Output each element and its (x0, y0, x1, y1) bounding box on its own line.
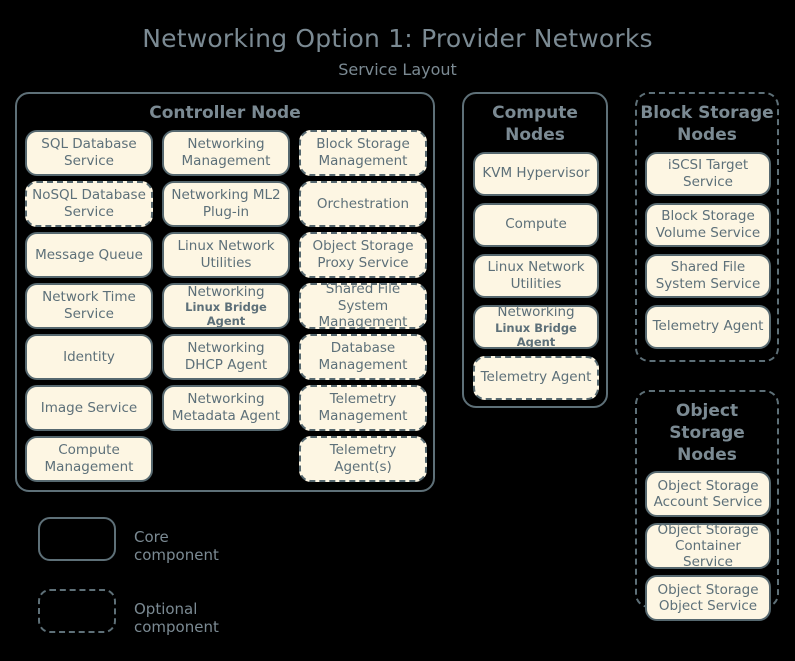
component-kvm-hypervisor[interactable]: KVM Hypervisor (473, 151, 599, 196)
component-compute[interactable]: Compute (473, 202, 599, 247)
component-image-service[interactable]: Image Service (25, 384, 153, 431)
legend-swatch-optional-icon (38, 589, 116, 633)
component-line1: Networking (497, 304, 575, 321)
component-networking-management[interactable]: Networking Management (162, 129, 290, 176)
component-linux-network-utilities[interactable]: Linux Network Utilities (473, 253, 599, 298)
component-object-storage-container-service[interactable]: Object Storage Container Service (645, 522, 771, 570)
component-compute-management[interactable]: Compute Management (25, 435, 153, 482)
component-telemetry-agent[interactable]: Telemetry Agent (473, 355, 599, 400)
page-title: Networking Option 1: Provider Networks (142, 24, 653, 53)
component-sql-database-service[interactable]: SQL Database Service (25, 129, 153, 176)
component-identity[interactable]: Identity (25, 333, 153, 380)
group-controller-node: Controller Node SQL Database Service NoS… (15, 92, 435, 492)
group-title-block-storage: Block Storage Nodes (640, 103, 774, 145)
component-shared-file-system-service[interactable]: Shared File System Service (645, 253, 771, 298)
component-telemetry-agent[interactable]: Telemetry Agent (645, 304, 771, 349)
component-object-storage-object-service[interactable]: Object Storage Object Service (645, 575, 771, 622)
component-orchestration[interactable]: Orchestration (299, 180, 427, 227)
group-title-compute: Compute Nodes (492, 103, 578, 145)
component-object-storage-proxy-service[interactable]: Object Storage Proxy Service (299, 231, 427, 278)
component-networking-metadata-agent[interactable]: Networking Metadata Agent (162, 384, 290, 431)
component-nosql-database-service[interactable]: NoSQL Database Service (25, 180, 153, 227)
component-networking-dhcp-agent[interactable]: Networking DHCP Agent (162, 333, 290, 380)
component-database-management[interactable]: Database Management (299, 333, 427, 380)
component-linux-network-utilities[interactable]: Linux Network Utilities (162, 231, 290, 278)
component-networking-linux-bridge-agent[interactable]: Networking Linux Bridge Agent (473, 304, 599, 349)
component-line2: Linux Bridge Agent (185, 299, 267, 328)
component-telemetry-management[interactable]: Telemetry Management (299, 384, 427, 431)
component-iscsi-target-service[interactable]: iSCSI Target Service (645, 151, 771, 196)
component-block-storage-management[interactable]: Block Storage Management (299, 129, 427, 176)
legend-label-core: Core component (134, 528, 219, 564)
legend-label-optional: Optional component (134, 600, 219, 636)
component-block-storage-volume-service[interactable]: Block Storage Volume Service (645, 202, 771, 247)
page-subtitle: Service Layout (338, 60, 457, 79)
component-line2: Linux Bridge Agent (495, 320, 577, 349)
group-title-controller: Controller Node (149, 103, 301, 123)
group-block-storage-nodes: Block Storage Nodes iSCSI Target Service… (635, 92, 779, 362)
component-object-storage-account-service[interactable]: Object Storage Account Service (645, 471, 771, 518)
component-message-queue[interactable]: Message Queue (25, 231, 153, 278)
component-networking-linux-bridge-agent[interactable]: Networking Linux Bridge Agent (162, 282, 290, 329)
component-shared-file-system-management[interactable]: Shared File System Management (299, 281, 427, 330)
component-networking-ml2-plugin[interactable]: Networking ML2 Plug-in (162, 180, 290, 227)
component-line1: Networking (187, 283, 265, 300)
component-network-time-service[interactable]: Network Time Service (25, 282, 153, 329)
group-compute-nodes: Compute Nodes KVM Hypervisor Compute Lin… (462, 92, 608, 408)
legend-swatch-core-icon (38, 517, 116, 561)
component-telemetry-agents[interactable]: Telemetry Agent(s) (299, 435, 427, 482)
group-object-storage-nodes: Object Storage Nodes Object Storage Acco… (635, 390, 779, 622)
group-title-object-storage: Object Storage Nodes (669, 401, 745, 465)
